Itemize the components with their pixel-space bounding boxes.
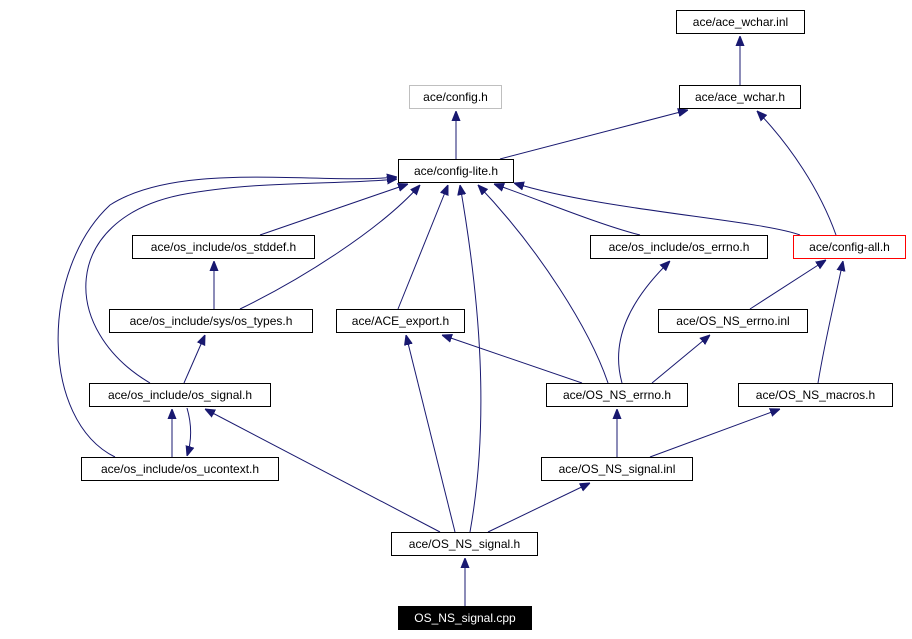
node-ace-export-h[interactable]: ace/ACE_export.h <box>336 309 465 333</box>
edge-os-ns-errno-inl-to-config-all <box>749 260 826 310</box>
node-config-h: ace/config.h <box>409 85 502 109</box>
node-ace-wchar-h[interactable]: ace/ace_wchar.h <box>679 85 801 109</box>
edge-os-ns-errno-h-to-os-errno <box>618 261 670 384</box>
edge-config-all-to-wchar-h <box>757 111 837 236</box>
node-os-ns-signal-inl[interactable]: ace/OS_NS_signal.inl <box>541 457 693 481</box>
edge-os-stddef-to-config-lite <box>259 184 408 236</box>
node-os-types-h[interactable]: ace/os_include/sys/os_types.h <box>109 309 313 333</box>
node-ace-wchar-inl[interactable]: ace/ace_wchar.inl <box>676 10 805 34</box>
node-os-ns-macros-h[interactable]: ace/OS_NS_macros.h <box>738 383 893 407</box>
edge-os-signal-to-os-types <box>183 335 205 384</box>
node-os-stddef-h[interactable]: ace/os_include/os_stddef.h <box>132 235 315 259</box>
edge-os-ns-macros-to-config-all <box>817 261 843 384</box>
edge-os-ucontext-to-config-lite <box>57 177 397 458</box>
edge-config-all-to-config-lite <box>514 183 801 236</box>
edge-os-ns-errno-h-to-os-ns-errno-inl <box>651 335 710 384</box>
edge-os-ns-signal-inl-to-os-ns-macros <box>649 409 780 458</box>
node-config-all-h[interactable]: ace/config-all.h <box>793 235 906 259</box>
edge-os-signal-to-config-lite <box>85 179 397 384</box>
node-os-ns-errno-h[interactable]: ace/OS_NS_errno.h <box>546 383 688 407</box>
edge-os-errno-to-config-lite <box>494 184 641 236</box>
node-os-ns-errno-inl[interactable]: ace/OS_NS_errno.inl <box>658 309 808 333</box>
node-os-ns-signal-cpp: OS_NS_signal.cpp <box>398 606 532 630</box>
edge-config-lite-to-wchar-h <box>499 110 688 160</box>
edge-os-ns-signal-h-to-os-ns-signal-inl <box>487 483 590 533</box>
edge-os-ns-errno-h-to-ace-export <box>442 335 583 384</box>
node-config-lite-h[interactable]: ace/config-lite.h <box>398 159 514 183</box>
node-os-errno-h[interactable]: ace/os_include/os_errno.h <box>590 235 768 259</box>
edge-os-signal-to-os-ucontext <box>187 407 191 456</box>
edge-os-ns-signal-h-to-os-signal <box>205 409 441 533</box>
edge-os-ns-signal-h-to-ace-export <box>406 335 456 533</box>
node-os-ns-signal-h[interactable]: ace/OS_NS_signal.h <box>391 532 538 556</box>
edge-ace-export-to-config-lite <box>397 185 448 310</box>
edge-os-ns-signal-h-to-config-lite <box>460 185 482 533</box>
edge-os-types-to-config-lite <box>239 185 420 310</box>
node-os-signal-h[interactable]: ace/os_include/os_signal.h <box>89 383 271 407</box>
node-os-ucontext-h[interactable]: ace/os_include/os_ucontext.h <box>81 457 279 481</box>
edge-os-ns-errno-h-to-config-lite <box>478 185 609 384</box>
